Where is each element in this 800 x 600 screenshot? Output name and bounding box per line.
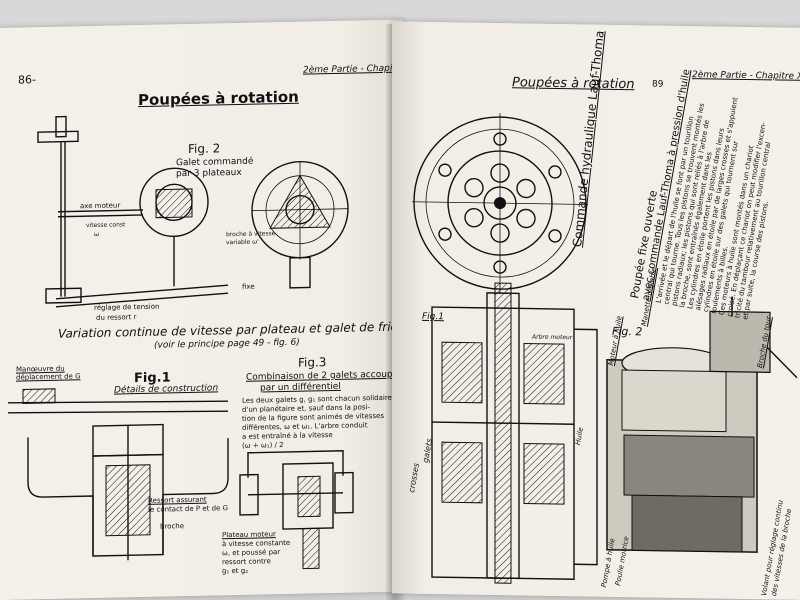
label-variable: variable ω'	[226, 238, 259, 247]
fig3-plateau-3: ω, et poussé par	[222, 548, 281, 558]
fig3-plateau-1: Plateau moteur	[222, 530, 276, 540]
fig2-drawing	[37, 115, 349, 308]
label-fixe: fixe	[242, 282, 255, 291]
top-view-drawing	[412, 113, 588, 294]
label-omega: ω	[94, 230, 100, 238]
cross-section-drawing	[431, 282, 598, 584]
right-drawings	[412, 113, 798, 584]
fig3-text-6: (ω + ω₁) / 2	[242, 441, 284, 450]
fig3-title: Fig.3	[298, 355, 327, 370]
fig1-label: Fig.1	[422, 311, 444, 323]
left-drawings	[7, 115, 354, 570]
fig3-plateau-2: à vitesse constante	[222, 538, 291, 549]
fig1-ressort-1: Ressort assurant	[148, 495, 207, 505]
fig1-ressort-2: le contact de P et de G	[148, 504, 228, 514]
right-page: Poupées à rotation 89 2ème Partie - Chap…	[392, 21, 800, 600]
label-vitesse-const: vitesse const	[86, 221, 126, 230]
fig3-drawing	[239, 450, 354, 570]
label-arbre-moteur: Arbre moteur	[532, 333, 573, 342]
fig1-broche: broche	[160, 522, 185, 531]
fig3-caption-2: par un différentiel	[260, 381, 341, 394]
fig1-drawing	[7, 388, 229, 561]
fig2-title: Fig. 2	[188, 141, 221, 157]
label-du-ressort: du ressort r	[96, 313, 137, 322]
photo-view-drawing	[606, 296, 798, 553]
left-page: 86- 2ème Partie - Chapitre X Pl.6 Poupée…	[0, 19, 434, 600]
fig3-plateau-5: g₁ et g₂	[222, 566, 249, 576]
label-broche-vitesse: broche à vitesse	[226, 230, 276, 239]
label-reglage-tension: réglage de tension	[94, 302, 160, 312]
label-axe-moteur: axe moteur	[80, 201, 121, 211]
fig1-manoeuvre-2: déplacement de G	[16, 372, 81, 382]
fig2-caption-1: Galet commandé	[176, 156, 254, 169]
fig3-plateau-4: ressort contre	[222, 557, 271, 567]
fig2-caption-2: par 3 plateaux	[176, 167, 242, 180]
